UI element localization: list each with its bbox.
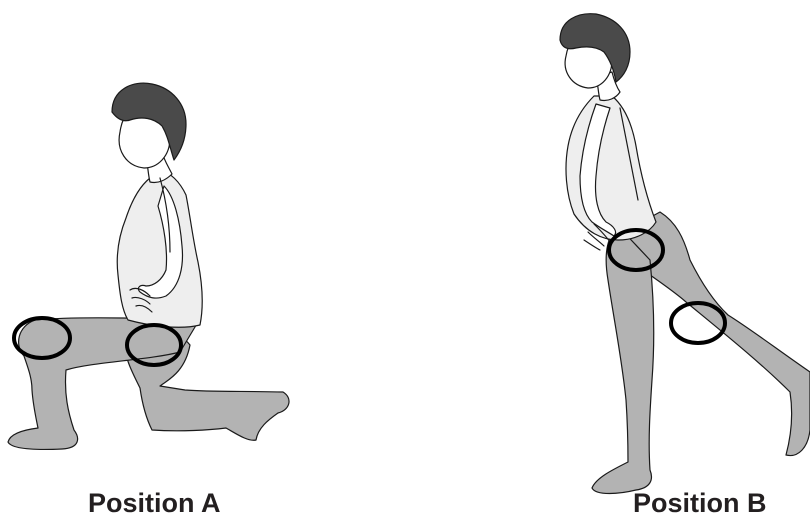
figure-position-b <box>560 14 810 494</box>
shirt-b <box>566 96 656 240</box>
caption-position-b: Position B <box>633 488 767 519</box>
figure-position-a <box>8 83 289 449</box>
shirt-a <box>117 170 202 327</box>
caption-position-a: Position A <box>88 488 221 519</box>
